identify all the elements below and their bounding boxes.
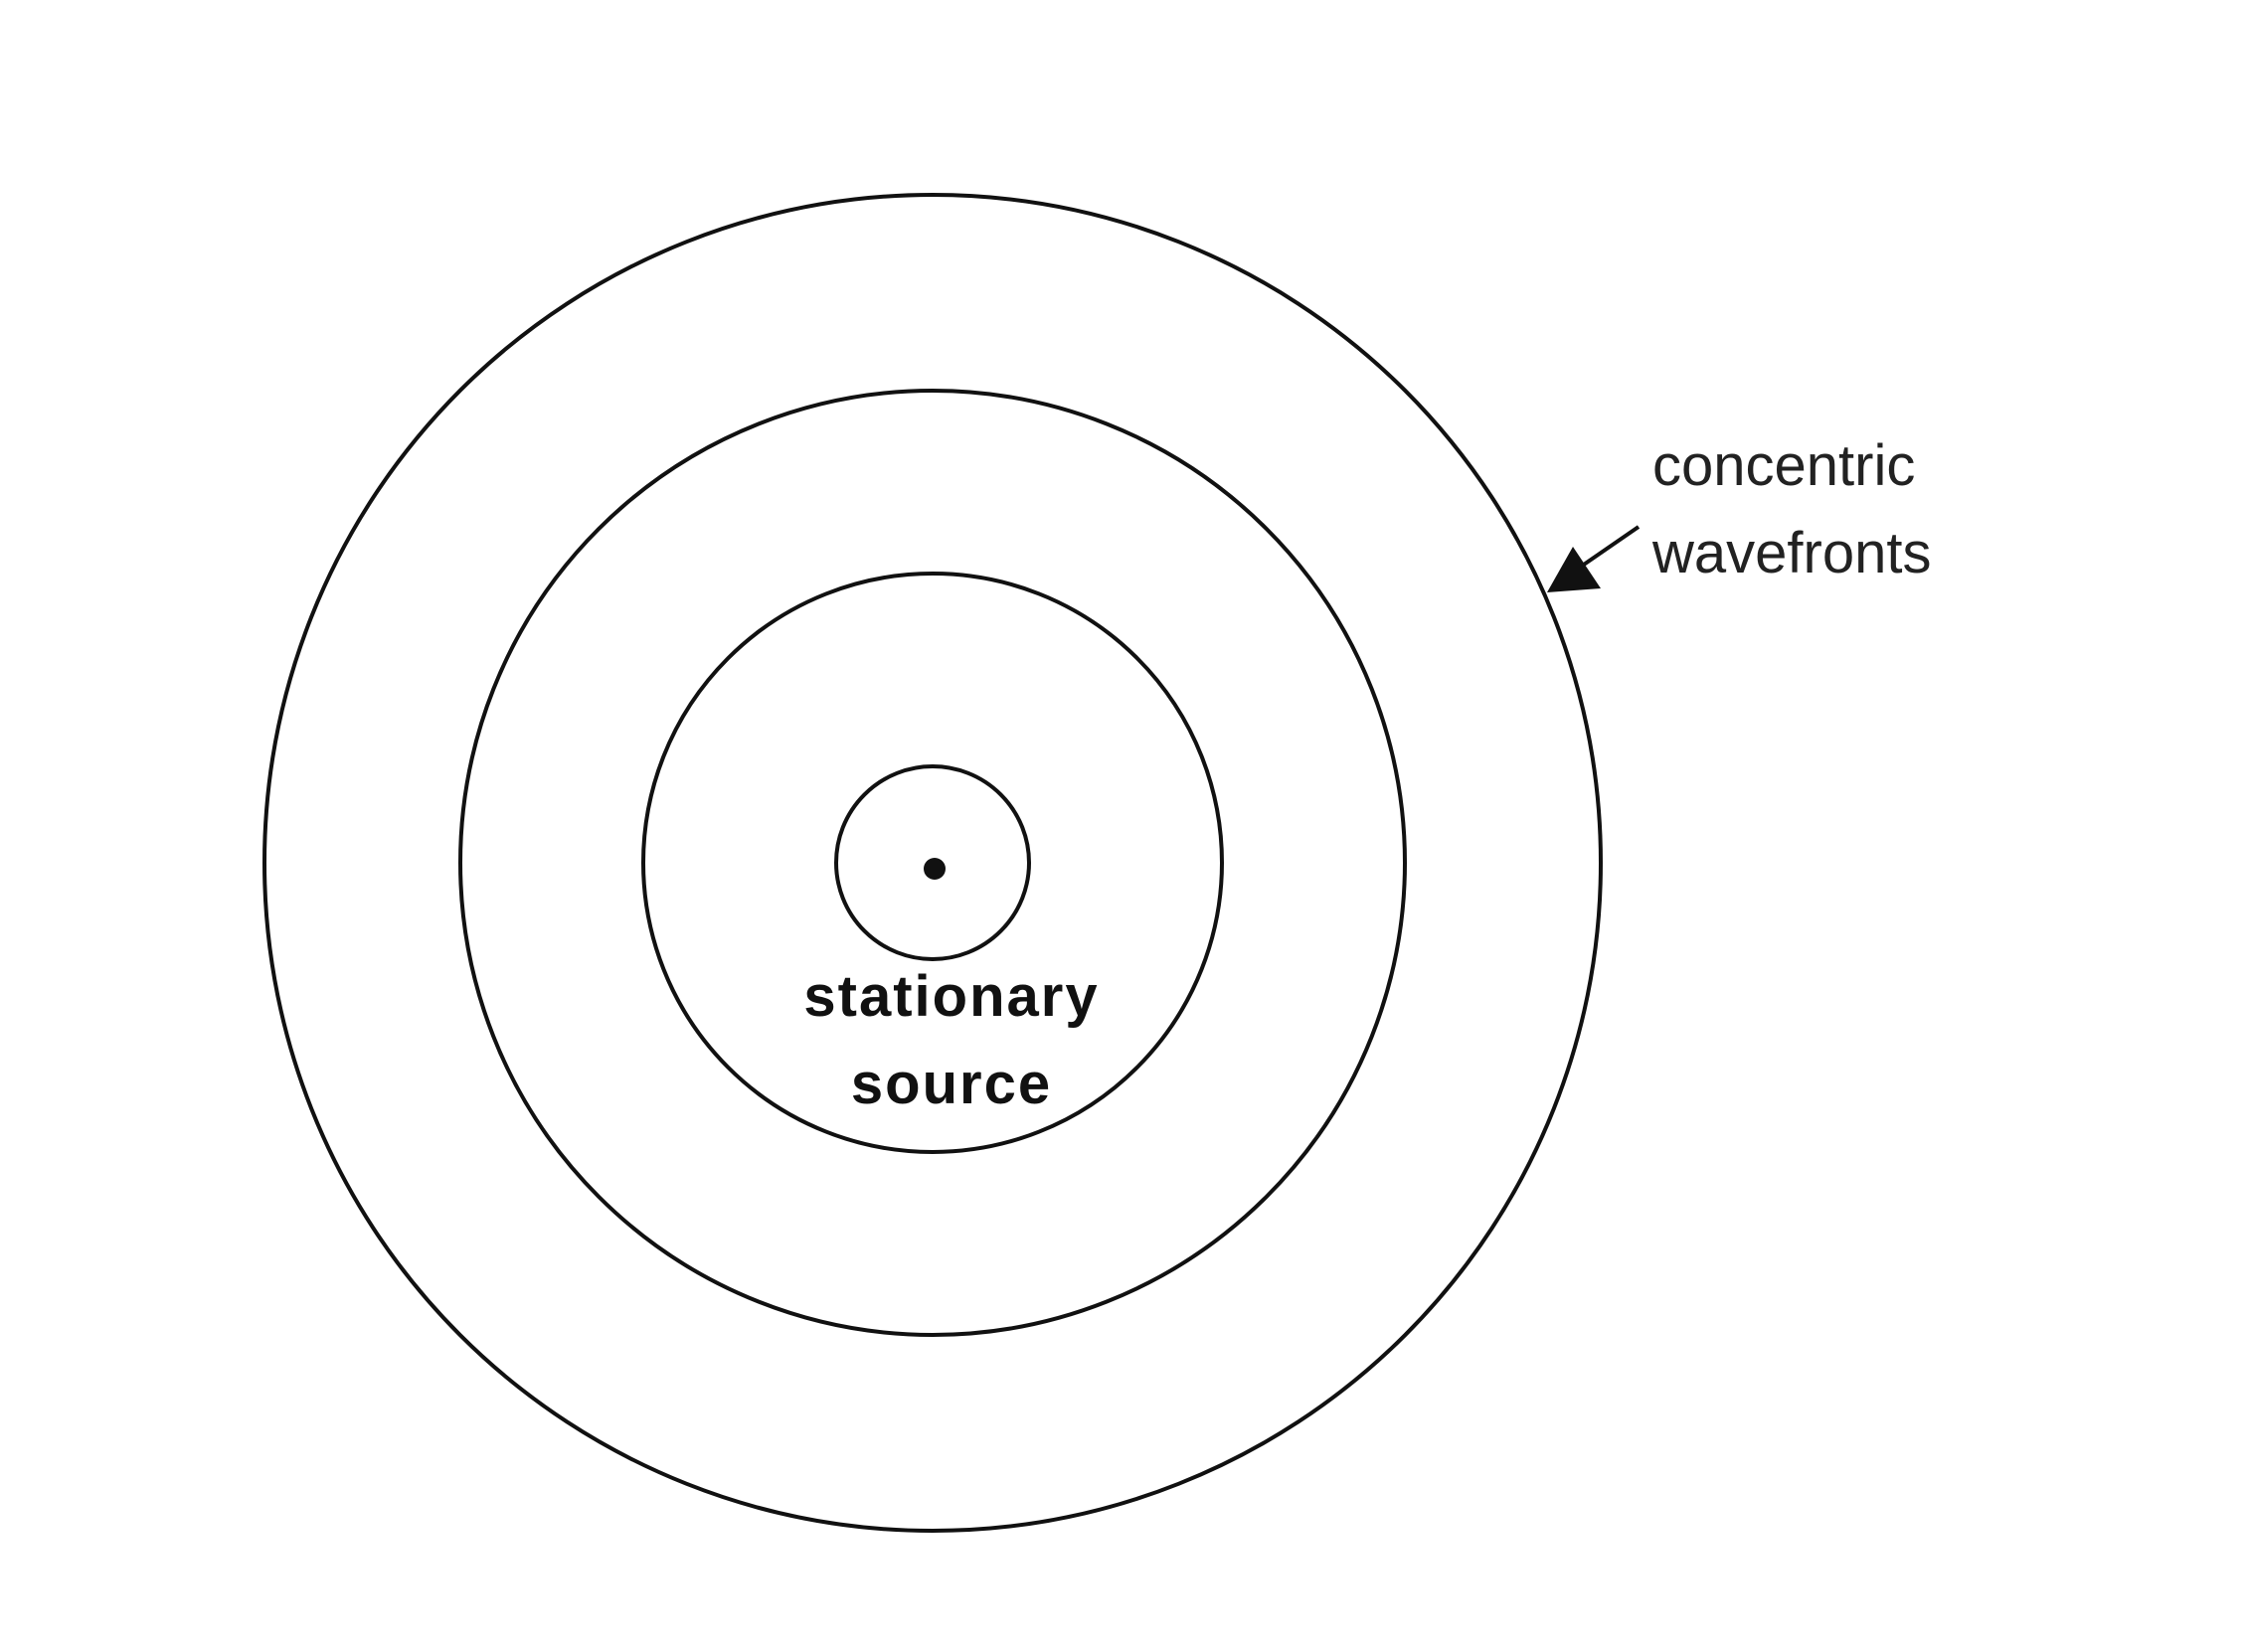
- wavefront-label-line-1: concentric: [1652, 433, 1915, 498]
- arrow-head: [1547, 547, 1601, 592]
- wavefront-circle-1: [834, 764, 1031, 961]
- source-label-line-1: stationary: [803, 964, 1099, 1029]
- wavefronts: [262, 193, 1603, 1533]
- source-point: [924, 858, 946, 880]
- wavefront-circle-2: [641, 572, 1224, 1154]
- arrow-shaft: [1579, 525, 1641, 569]
- wavefront-label-line-2: wavefronts: [1651, 521, 1931, 585]
- wavefront-circle-4: [262, 193, 1603, 1533]
- source-label-line-2: source: [851, 1052, 1052, 1116]
- wavefront-circle-3: [458, 389, 1407, 1337]
- pointer-arrow: [1547, 525, 1641, 592]
